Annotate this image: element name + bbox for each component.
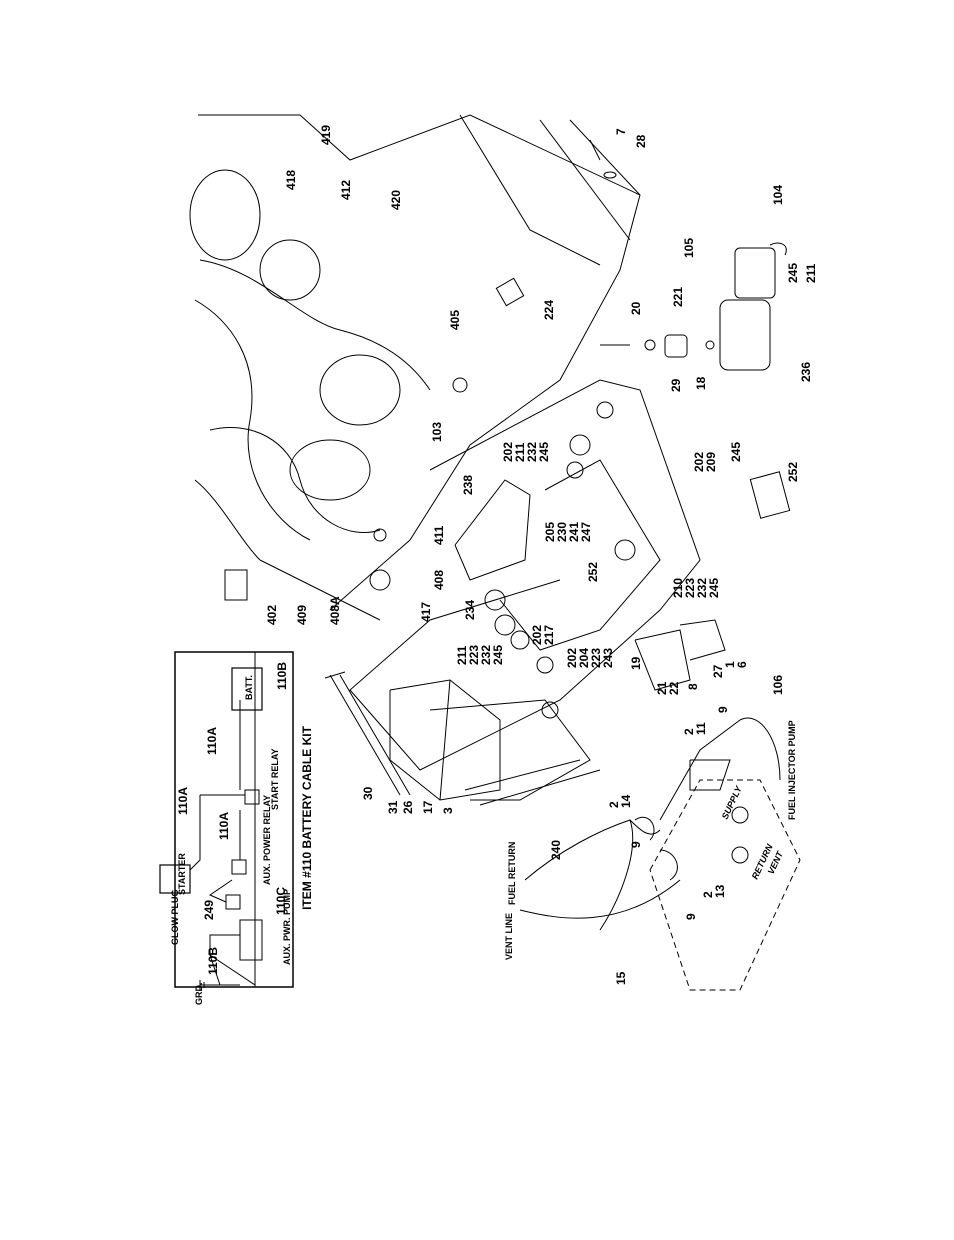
callout-110a-1: 110A: [205, 727, 219, 755]
callout: 28: [634, 134, 648, 148]
callout: 236: [799, 362, 813, 382]
callout: 104: [771, 185, 785, 205]
label-start-relay: START RELAY: [270, 748, 280, 810]
callout: 245: [729, 442, 743, 462]
callout: 21: [655, 681, 669, 695]
callout: 412: [339, 180, 353, 200]
callout: 241: [567, 522, 581, 542]
callout: 232: [525, 442, 539, 462]
callout: 408: [432, 570, 446, 590]
label-aux-pwr-pump: AUX. PWR. PUMP: [282, 889, 292, 965]
callout: 417: [419, 602, 433, 622]
callout: 221: [671, 287, 685, 307]
callout: 243: [601, 648, 615, 668]
callout: 22: [667, 681, 681, 695]
callout: 15: [614, 971, 628, 985]
label-fuel-return: FUEL RETURN: [507, 842, 517, 905]
callout: 9: [629, 841, 643, 848]
kit-title: ITEM #110 BATTERY CABLE KIT: [300, 725, 314, 909]
callout: 3: [441, 807, 455, 814]
callout: 13: [713, 884, 727, 898]
callout: 6: [735, 661, 749, 668]
callout: 252: [586, 562, 600, 582]
callout: 2: [607, 801, 621, 808]
callout-110a-2: 110A: [176, 787, 190, 815]
callout: 27: [711, 664, 725, 678]
callout: 20: [629, 301, 643, 315]
callout: 26: [401, 800, 415, 814]
callout: 2: [701, 891, 715, 898]
callout: 202: [565, 648, 579, 668]
battery-cable-schematic: ITEM #110 BATTERY CABLE KIT BATT. START …: [159, 651, 314, 1006]
callout: 223: [589, 648, 603, 668]
callout: 14: [619, 794, 633, 808]
callout: 209: [704, 452, 718, 472]
callout: 247: [579, 522, 593, 542]
callout: 240: [549, 840, 563, 860]
callout: 8: [686, 683, 700, 690]
callout: 420: [389, 190, 403, 210]
callout: 405: [448, 310, 462, 330]
callout: 411: [432, 525, 446, 545]
callout: 19: [629, 656, 643, 670]
callout: 103: [430, 422, 444, 442]
callout: 202: [692, 452, 706, 472]
callout: 223: [467, 645, 481, 665]
callout: 245: [537, 442, 551, 462]
callout: 224: [542, 300, 556, 320]
callout: 29: [669, 378, 683, 392]
callout: 409: [295, 605, 309, 625]
callout: 9: [684, 913, 698, 920]
callout: 205: [543, 522, 557, 542]
callout: 211: [804, 263, 818, 283]
callout: 202: [530, 625, 544, 645]
callout: 217: [542, 625, 556, 645]
callout: 106: [771, 675, 785, 695]
callout: 17: [421, 800, 435, 814]
label-starter: STARTER: [177, 853, 187, 895]
callout: 232: [695, 578, 709, 598]
callout: 30: [361, 786, 375, 800]
callout: 105: [682, 238, 696, 258]
callout: 7: [614, 128, 628, 135]
label-fuel-injector-pump: FUEL INJECTOR PUMP: [787, 720, 797, 820]
callout: 202: [501, 442, 515, 462]
callout: 204: [577, 648, 591, 668]
callout: 31: [386, 800, 400, 814]
callout: 238: [461, 475, 475, 495]
callout: 1: [723, 661, 737, 668]
callout: 232: [479, 645, 493, 665]
label-glow-plug: GLOW PLUG: [170, 890, 180, 946]
callout-110b-2: 110B: [206, 947, 220, 975]
label-batt: BATT.: [244, 675, 254, 700]
callout: 402: [265, 605, 279, 625]
callout: 211: [455, 645, 469, 665]
callout: 408A: [328, 596, 342, 625]
callout: 9: [716, 706, 730, 713]
label-grd: GRD.: [194, 983, 204, 1006]
callout: 230: [555, 522, 569, 542]
callout: 211: [513, 442, 527, 462]
callout: 2: [682, 728, 696, 735]
callout-110a-3: 110A: [217, 812, 231, 840]
callout: 210: [671, 578, 685, 598]
callout: 245: [786, 263, 800, 283]
callout-110b-1: 110B: [275, 662, 289, 690]
callout: 18: [694, 376, 708, 390]
part-callouts: 419 418 412 420 7 28 104 105 245 211 236…: [265, 125, 818, 985]
callout: 252: [786, 462, 800, 482]
callout: 11: [694, 722, 708, 735]
label-vent-line: VENT LINE: [504, 913, 514, 960]
callout: 418: [284, 170, 298, 190]
callout-110c: 110C: [274, 887, 288, 915]
callout: 245: [707, 578, 721, 598]
callout: 234: [463, 600, 477, 620]
label-aux-power-relay: AUX. POWER RELAY: [262, 795, 272, 885]
engine-frame-drawing: [189, 114, 801, 991]
callout: 245: [491, 645, 505, 665]
callout: 223: [683, 578, 697, 598]
callout: 419: [319, 125, 333, 145]
callout-249: 249: [202, 900, 216, 920]
